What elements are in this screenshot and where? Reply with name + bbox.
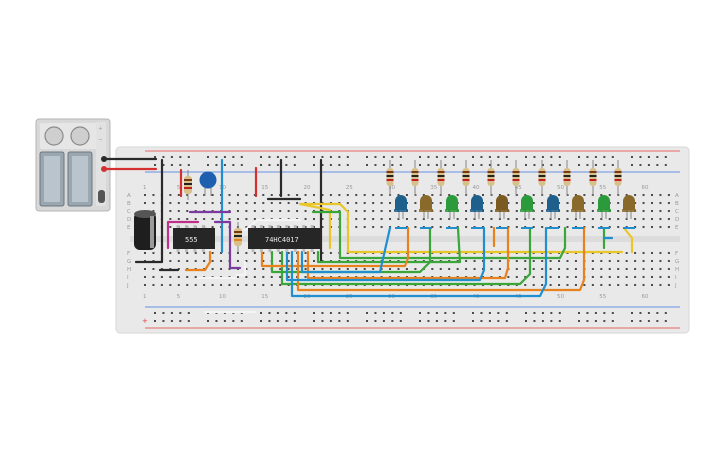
column-number: 50 bbox=[557, 294, 564, 300]
led-resistor[interactable] bbox=[462, 160, 470, 196]
row-letter: G bbox=[675, 259, 679, 265]
resistor[interactable] bbox=[234, 222, 242, 252]
column-number: 10 bbox=[219, 294, 226, 300]
column-number: 30 bbox=[388, 185, 395, 191]
led-resistor[interactable] bbox=[614, 160, 622, 196]
column-number: 55 bbox=[599, 185, 606, 191]
column-number: 60 bbox=[642, 185, 649, 191]
led-resistor[interactable] bbox=[437, 160, 445, 196]
battery-minus-label: − bbox=[98, 137, 103, 143]
led[interactable] bbox=[571, 195, 585, 229]
led-resistor[interactable] bbox=[563, 160, 571, 196]
row-letter: H bbox=[127, 267, 131, 273]
row-letter: E bbox=[675, 225, 679, 231]
column-number: 35 bbox=[430, 185, 437, 191]
battery-cap-icon bbox=[44, 126, 64, 146]
row-letter: F bbox=[675, 251, 678, 257]
led[interactable] bbox=[520, 195, 534, 229]
row-letter: C bbox=[127, 209, 131, 215]
battery-cap-icon bbox=[70, 126, 90, 146]
row-letter: B bbox=[127, 201, 131, 207]
led-resistor[interactable] bbox=[411, 160, 419, 196]
led[interactable] bbox=[546, 195, 560, 229]
row-letter: J bbox=[674, 283, 677, 289]
rail-plus-symbol: + bbox=[142, 317, 148, 325]
led-resistor[interactable] bbox=[589, 160, 597, 196]
timer-555-label: 555 bbox=[185, 236, 198, 244]
battery-leads bbox=[101, 156, 158, 172]
row-letter: A bbox=[675, 193, 679, 199]
led[interactable] bbox=[470, 195, 484, 229]
column-number: 1 bbox=[143, 294, 147, 300]
battery-switch[interactable] bbox=[98, 190, 105, 203]
led-resistor[interactable] bbox=[512, 160, 520, 196]
led-array[interactable] bbox=[386, 160, 637, 229]
column-number: 1 bbox=[143, 185, 147, 191]
row-letter: D bbox=[675, 217, 679, 223]
led[interactable] bbox=[495, 195, 509, 229]
led[interactable] bbox=[419, 195, 433, 229]
row-letter: J bbox=[126, 283, 129, 289]
column-number: 25 bbox=[346, 185, 353, 191]
column-number: 15 bbox=[261, 185, 268, 191]
led[interactable] bbox=[622, 195, 636, 229]
column-number: 45 bbox=[515, 185, 522, 191]
led[interactable] bbox=[394, 195, 408, 229]
column-number: 5 bbox=[177, 185, 181, 191]
led-resistor[interactable] bbox=[538, 160, 546, 196]
led-resistor[interactable] bbox=[386, 160, 394, 196]
column-number: 55 bbox=[599, 294, 606, 300]
row-letter: F bbox=[127, 251, 130, 257]
timer-555-chip[interactable]: 555 bbox=[173, 225, 215, 252]
resistor[interactable] bbox=[184, 170, 192, 200]
column-number: 50 bbox=[557, 185, 564, 191]
column-number: 60 bbox=[642, 294, 649, 300]
row-letter: H bbox=[675, 267, 679, 273]
column-number: 15 bbox=[261, 294, 268, 300]
row-letter: C bbox=[675, 209, 679, 215]
ceramic-capacitor[interactable] bbox=[199, 171, 217, 197]
row-letter: D bbox=[127, 217, 131, 223]
row-letter: B bbox=[675, 201, 679, 207]
led[interactable] bbox=[445, 195, 459, 229]
led-resistor[interactable] bbox=[487, 160, 495, 196]
row-letter: I bbox=[127, 275, 129, 281]
row-letter: E bbox=[127, 225, 131, 231]
row-letter: G bbox=[127, 259, 131, 265]
counter-74hc4017-chip[interactable]: 74HC4017 bbox=[248, 225, 320, 252]
column-number: 5 bbox=[177, 294, 181, 300]
column-number: 20 bbox=[304, 185, 311, 191]
row-letter: A bbox=[127, 193, 131, 199]
led[interactable] bbox=[597, 195, 611, 229]
electrolytic-capacitor[interactable] bbox=[134, 210, 156, 250]
row-letter: I bbox=[675, 275, 677, 281]
counter-74hc4017-label: 74HC4017 bbox=[265, 236, 299, 244]
jumper-wires[interactable] bbox=[134, 158, 634, 314]
column-number: 40 bbox=[473, 185, 480, 191]
battery-pack[interactable]: + − bbox=[35, 118, 111, 212]
battery-plus-label: + bbox=[98, 126, 103, 132]
